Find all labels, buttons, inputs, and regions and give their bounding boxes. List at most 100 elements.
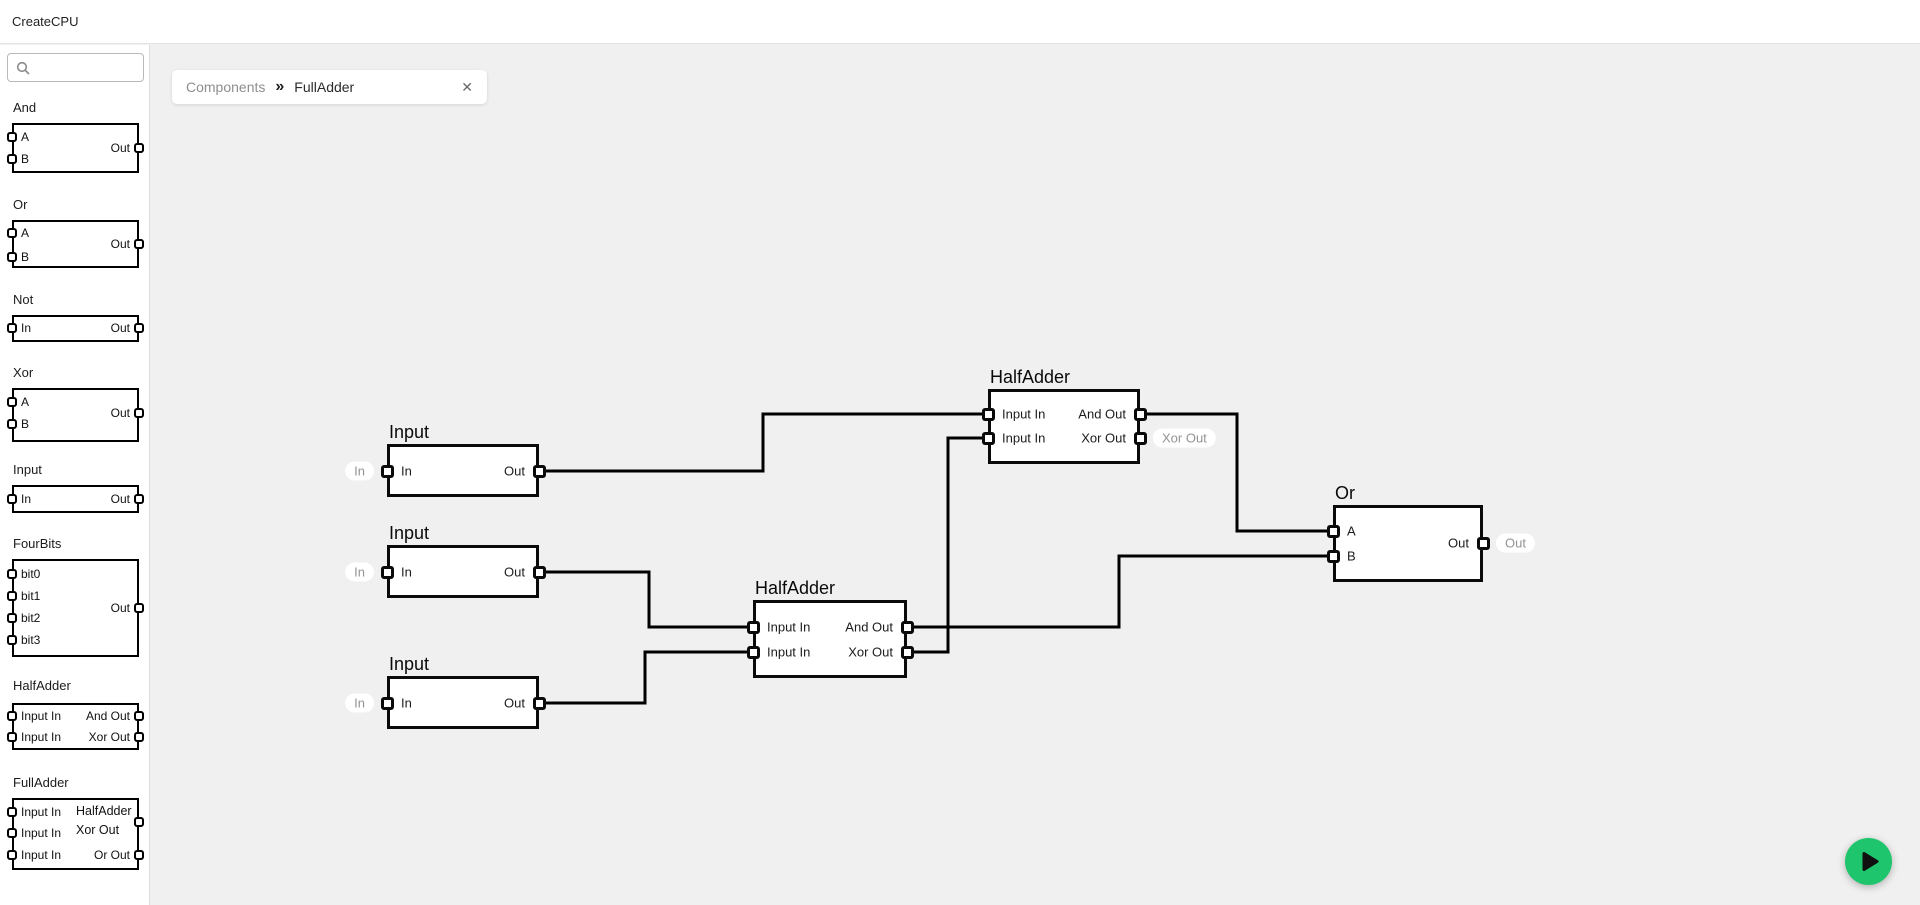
input-port[interactable] (7, 591, 17, 601)
input-port[interactable] (1326, 549, 1340, 563)
input-port[interactable] (981, 407, 995, 421)
input-port[interactable] (7, 494, 17, 504)
play-button[interactable] (1845, 838, 1892, 885)
wire[interactable] (907, 554, 1333, 629)
close-icon[interactable]: ✕ (461, 79, 473, 95)
output-port[interactable] (532, 696, 546, 710)
port-label: Out (504, 695, 525, 711)
wire[interactable] (1140, 412, 1333, 533)
input-port[interactable] (746, 620, 760, 634)
input-port[interactable] (981, 431, 995, 445)
breadcrumb-root[interactable]: Components (186, 79, 266, 95)
breadcrumb-tab[interactable]: Components » FullAdder ✕ (172, 70, 487, 104)
wire[interactable] (539, 412, 988, 473)
port-label: Out (110, 492, 130, 506)
external-pin-label: In (345, 562, 374, 582)
output-port[interactable] (1133, 407, 1147, 421)
port-label: bit1 (21, 589, 41, 603)
port-label: Input In (767, 619, 811, 635)
output-port[interactable] (532, 464, 546, 478)
search-input[interactable] (35, 59, 137, 76)
input-port[interactable] (7, 569, 17, 579)
input-port[interactable] (7, 613, 17, 623)
sidebar-item-label: Not (13, 292, 34, 307)
output-port[interactable] (134, 732, 144, 742)
search-box[interactable] (7, 53, 144, 82)
input-port[interactable] (7, 323, 17, 333)
input-port[interactable] (7, 850, 17, 860)
node-title: HalfAdder (990, 367, 1071, 387)
node-title: Input (389, 422, 430, 442)
input-port[interactable] (7, 397, 17, 407)
input-port[interactable] (7, 252, 17, 262)
port-label: Out (110, 406, 130, 420)
sidebar-item-label: FourBits (13, 536, 62, 551)
output-port[interactable] (134, 603, 144, 613)
input-port[interactable] (1326, 524, 1340, 538)
input-port[interactable] (7, 635, 17, 645)
port-label: A (21, 395, 30, 409)
port-label: Out (110, 141, 130, 155)
wire[interactable] (907, 436, 988, 654)
port-label: In (401, 564, 412, 580)
input-port[interactable] (7, 419, 17, 429)
output-port[interactable] (900, 645, 914, 659)
external-pin-label: Out (1496, 533, 1535, 553)
output-port[interactable] (1476, 536, 1490, 550)
input-port[interactable] (7, 711, 17, 721)
output-port[interactable] (1133, 431, 1147, 445)
input-port[interactable] (7, 132, 17, 142)
output-port[interactable] (532, 565, 546, 579)
output-port[interactable] (134, 239, 144, 249)
output-port[interactable] (134, 711, 144, 721)
port-label: In (21, 492, 32, 506)
input-port[interactable] (7, 228, 17, 238)
port-label: A (21, 130, 30, 144)
wire[interactable] (539, 650, 753, 705)
node-title: Or (1335, 483, 1355, 503)
external-pin-label: In (345, 693, 374, 713)
port-label: Out (1448, 535, 1469, 551)
input-port[interactable] (7, 828, 17, 838)
search-icon (16, 61, 30, 75)
port-label: B (21, 417, 30, 431)
port-label: Out (110, 321, 130, 335)
port-label: In (401, 695, 412, 711)
output-port[interactable] (900, 620, 914, 634)
port-label: Out (110, 601, 130, 615)
input-port[interactable] (7, 154, 17, 164)
sidebar-item-input[interactable]: In Out (7, 485, 144, 513)
input-port[interactable] (746, 645, 760, 659)
input-port[interactable] (380, 464, 394, 478)
sidebar-item-not[interactable]: In Out (7, 315, 144, 342)
wire[interactable] (539, 570, 753, 629)
output-port[interactable] (134, 850, 144, 860)
tab-title: FullAdder (294, 79, 355, 95)
output-port[interactable] (134, 143, 144, 153)
input-port[interactable] (380, 565, 394, 579)
input-port[interactable] (380, 696, 394, 710)
output-port[interactable] (134, 494, 144, 504)
output-port[interactable] (134, 817, 144, 827)
port-label: In (21, 321, 32, 335)
input-port[interactable] (7, 732, 17, 742)
output-port[interactable] (134, 408, 144, 418)
input-port[interactable] (7, 807, 17, 817)
output-port[interactable] (134, 323, 144, 333)
